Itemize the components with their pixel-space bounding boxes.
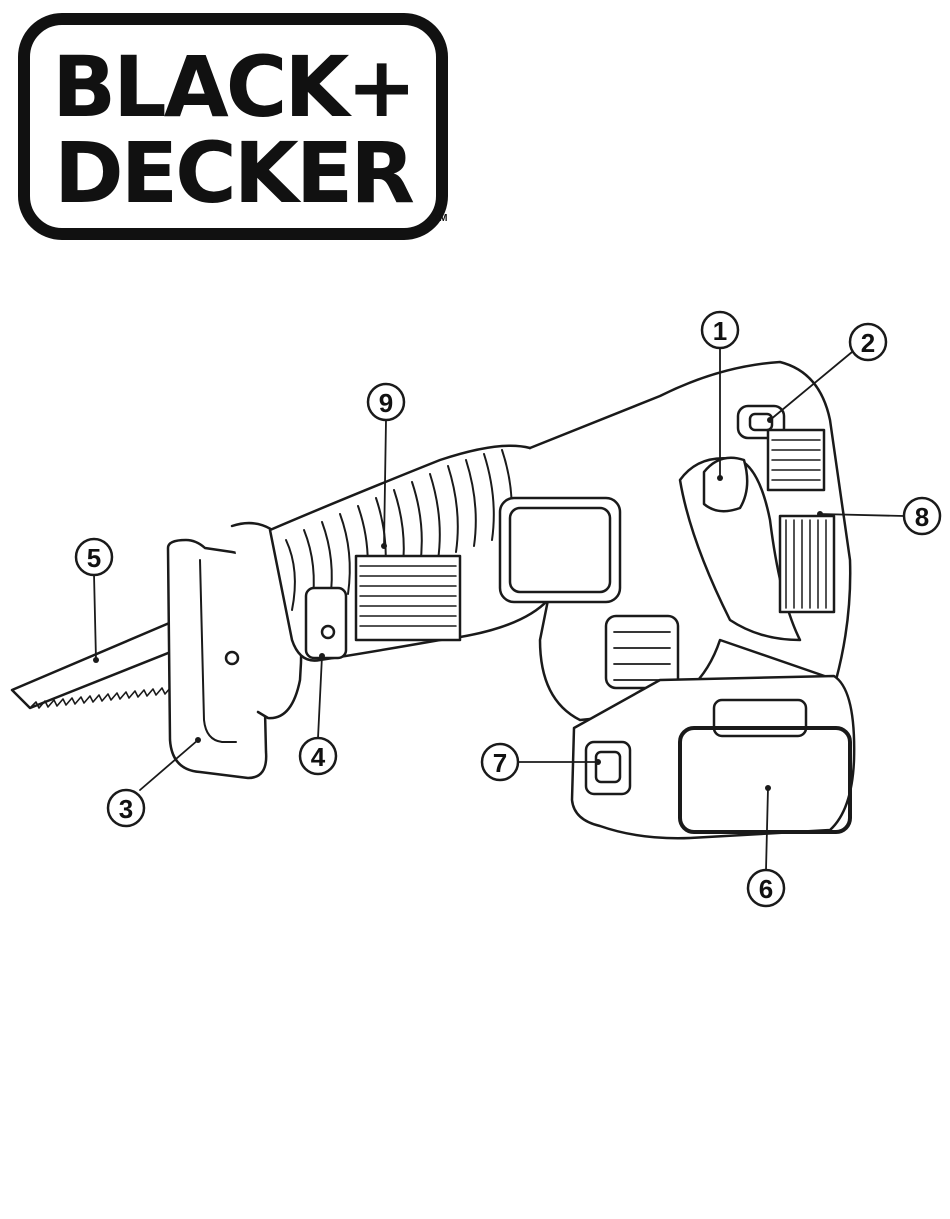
- callout-label-9: 9: [379, 388, 393, 418]
- callout-label-1: 1: [713, 316, 727, 346]
- brand-logo: BLACK+ DECKER: [18, 13, 448, 240]
- reciprocating-saw-illustration: 1 2 3 4 5 6 7 8 9: [0, 300, 950, 920]
- logo-text-line-1: BLACK+: [30, 45, 436, 129]
- grip-vent-panel: [356, 556, 460, 640]
- trademark-symbol: TM: [433, 213, 447, 224]
- callout-label-8: 8: [915, 502, 929, 532]
- variable-speed-trigger: [704, 458, 747, 511]
- side-panel: [500, 498, 620, 602]
- blade-clamp-lever: [306, 588, 346, 658]
- callout-label-3: 3: [119, 794, 133, 824]
- battery-release-button: [586, 742, 630, 794]
- callout-label-2: 2: [861, 328, 875, 358]
- callout-label-6: 6: [759, 874, 773, 904]
- callout-label-5: 5: [87, 543, 101, 573]
- callout-label-7: 7: [493, 748, 507, 778]
- logo-text-line-2: DECKER: [30, 131, 436, 215]
- callout-label-4: 4: [311, 742, 326, 772]
